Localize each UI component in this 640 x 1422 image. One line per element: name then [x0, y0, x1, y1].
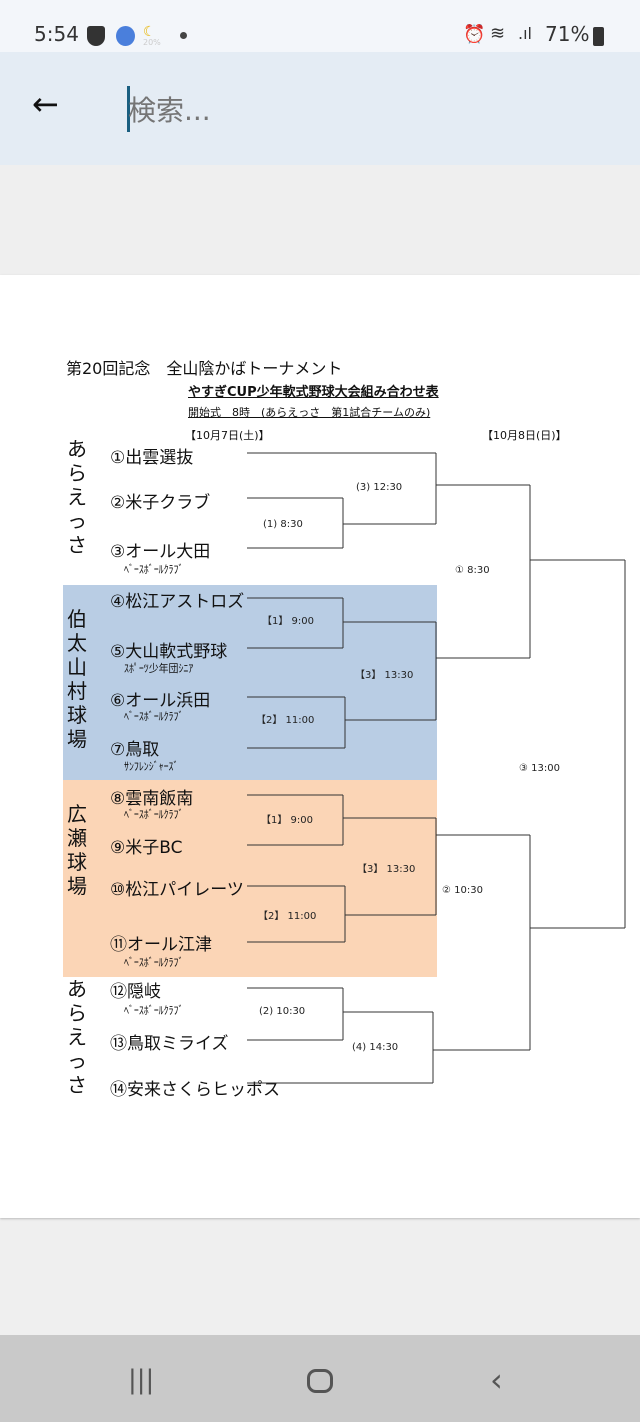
team-subname: ﾍﾞｰｽﾎﾞｰﾙｸﾗﾌﾞ [124, 956, 184, 969]
team-name: ⑦鳥取 [110, 740, 160, 760]
alarm-icon: ⏰ [463, 24, 486, 45]
match-time: 【1】 9:00 [262, 616, 314, 627]
team-subname: ｻﾝﾌﾚﾝｼﾞｬｰｽﾞ [124, 760, 179, 773]
team-subname: ﾍﾞｰｽﾎﾞｰﾙｸﾗﾌﾞ [124, 563, 184, 576]
team-name: ③オール大田 [110, 542, 211, 562]
match-time: 【1】 9:00 [261, 815, 313, 826]
venue-hirose-bg [63, 780, 437, 977]
team-name: ⑨米子BC [110, 838, 183, 858]
battery-icon [593, 27, 604, 46]
app-icon [116, 26, 135, 46]
match-time: ③ 13:00 [519, 763, 560, 774]
team-name: ②米子クラブ [110, 493, 211, 513]
venue-hakuta: 伯太山村球場 [67, 607, 87, 751]
team-name: ①出雲選抜 [110, 448, 194, 468]
venue-araessa-1: あらえっさ [67, 437, 87, 557]
match-time: 【3】 13:30 [357, 864, 416, 875]
weather-icon: ☾ [143, 24, 156, 40]
battery-level: 71% [545, 22, 590, 46]
team-name: ⑪オール江津 [110, 935, 212, 955]
match-time: 【2】 11:00 [256, 715, 315, 726]
venue-hirose: 広瀬球場 [67, 802, 87, 898]
team-name: ⑫隠岐 [110, 982, 161, 1002]
bracket-lines [247, 452, 626, 1084]
dot-icon [180, 32, 187, 39]
navigation-bar: ||| ‹ [0, 1335, 640, 1422]
team-subname: ｽﾎﾟｰﾂ少年団ｼﾆｱ [124, 662, 194, 675]
team-name: ⑬鳥取ミライズ [110, 1034, 229, 1054]
doc-title: 第20回記念 全山陰かばトーナメント [66, 359, 343, 378]
back-icon[interactable]: ‹ [490, 1361, 503, 1399]
weather-percent: 20% [143, 38, 161, 47]
team-name: ⑩松江パイレーツ [110, 880, 244, 900]
clock: 5:54 [34, 22, 79, 46]
search-bar: ← [0, 52, 640, 165]
match-time: (2) 10:30 [259, 1006, 306, 1017]
team-name: ④松江アストロズ [110, 592, 245, 612]
team-name: ⑤大山軟式野球 [110, 642, 228, 662]
date-day2: 【10月8日(日)】 [482, 429, 567, 442]
home-icon[interactable] [307, 1369, 333, 1393]
match-time: ① 8:30 [455, 565, 490, 576]
team-name: ⑥オール浜田 [110, 691, 211, 711]
team-subname: ﾍﾞｰｽﾎﾞｰﾙｸﾗﾌﾞ [124, 808, 184, 821]
team-subname: ﾍﾞｰｽﾎﾞｰﾙｸﾗﾌﾞ [124, 710, 184, 723]
doc-note: 開始式 8時 (あらえっさ 第1試合チームのみ) [188, 406, 431, 419]
date-day1: 【10月7日(土)】 [185, 429, 270, 442]
back-arrow-icon[interactable]: ← [32, 85, 59, 123]
team-name: ⑧雲南飯南 [110, 789, 194, 809]
signal-icon: .ıl [518, 24, 532, 43]
team-subname: ﾍﾞｰｽﾎﾞｰﾙｸﾗﾌﾞ [124, 1004, 184, 1017]
match-time: 【3】 13:30 [355, 670, 414, 681]
match-time: 【2】 11:00 [258, 911, 317, 922]
shield-check-icon [87, 26, 105, 46]
match-time: (1) 8:30 [263, 519, 303, 530]
match-time: (3) 12:30 [356, 482, 403, 493]
match-time: (4) 14:30 [352, 1042, 399, 1053]
pdf-page: 第20回記念 全山陰かばトーナメント やすぎCUP少年軟式野球大会組み合わせ表 … [0, 275, 640, 1218]
status-bar: 5:54 ☾ 20% ⏰ ≋ .ıl 71% [0, 0, 640, 52]
team-name: ⑭安来さくらヒッポス [110, 1080, 280, 1100]
recent-apps-icon[interactable]: ||| [128, 1365, 155, 1395]
wifi-icon: ≋ [490, 23, 506, 44]
match-time: ② 10:30 [442, 885, 483, 896]
venue-araessa-2: あらえっさ [67, 977, 87, 1097]
search-input[interactable] [128, 88, 608, 132]
doc-subtitle: やすぎCUP少年軟式野球大会組み合わせ表 [188, 385, 439, 400]
